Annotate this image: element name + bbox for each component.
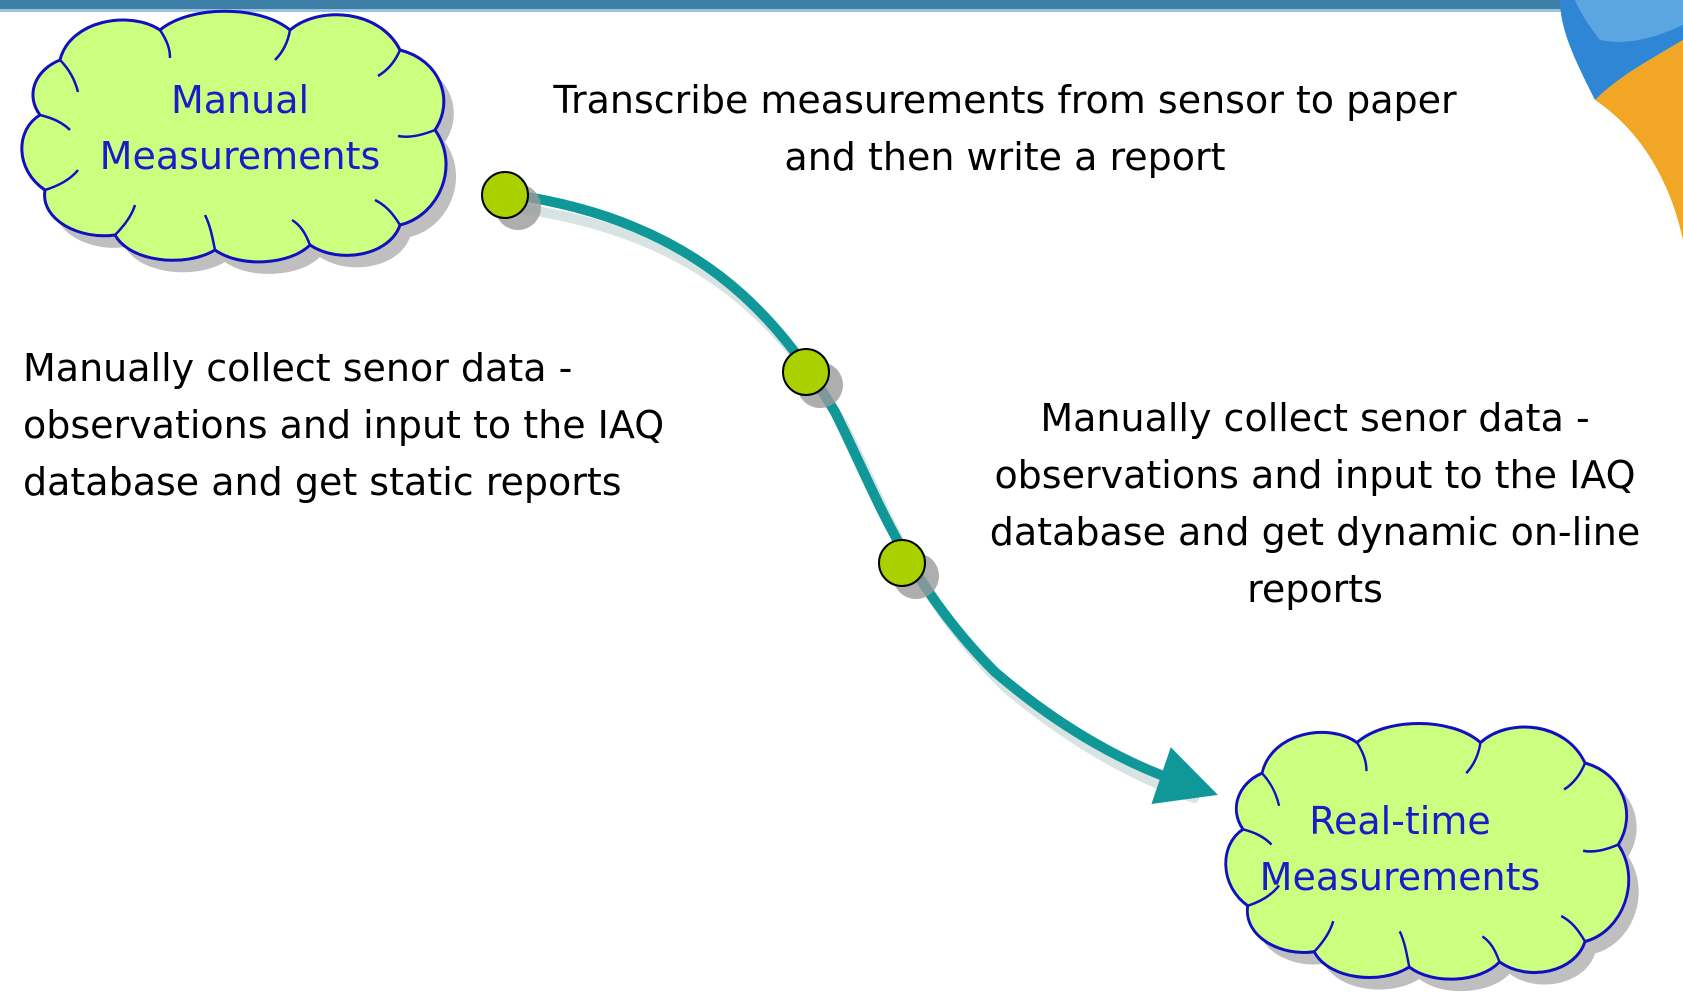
cloud-start — [20, 9, 457, 274]
cloud-end-label-line-1: Real-time — [1309, 799, 1491, 843]
cloud-end-label-line-2: Measurements — [1259, 855, 1541, 899]
step-node-1 — [481, 171, 541, 230]
cloud-start-label: Manual Measurements — [80, 72, 400, 184]
step-2-line-2: observations and input to the IAQ — [23, 403, 665, 447]
step-3-line-4: reports — [1247, 567, 1383, 611]
cloud-start-label-line-1: Manual — [170, 78, 310, 122]
corner-accent-orange — [1595, 40, 1683, 240]
process-path — [510, 190, 1218, 804]
step-node-3 — [878, 539, 939, 599]
cloud-start-inner-strokes — [39, 29, 436, 251]
header-band — [0, 0, 1683, 9]
step-2-line-1: Manually collect senor data - — [23, 346, 573, 390]
step-3-description: Manually collect senor data - observatio… — [950, 390, 1680, 618]
cloud-start-shape — [20, 9, 448, 264]
header-band-highlight — [0, 9, 1683, 12]
cloud-start-label-line-2: Measurements — [99, 134, 381, 178]
step-2-description: Manually collect senor data - observatio… — [23, 340, 664, 511]
step-1-description: Transcribe measurements from sensor to p… — [505, 72, 1505, 186]
cloud-end-label: Real-time Measurements — [1240, 793, 1560, 905]
step-node-2-dot — [782, 348, 830, 396]
step-node-1-dot — [481, 171, 529, 219]
step-3-line-3: database and get dynamic on-line — [989, 510, 1641, 554]
cloud-end-inner-strokes — [1242, 741, 1619, 968]
step-2-line-3: database and get static reports — [23, 460, 622, 504]
step-node-2 — [782, 348, 843, 408]
cloud-end-shape — [1224, 722, 1631, 981]
cloud-end — [1224, 722, 1639, 992]
corner-accent-gloss — [1575, 0, 1683, 42]
step-node-3-dot — [878, 539, 926, 587]
step-3-line-1: Manually collect senor data - — [1040, 396, 1590, 440]
step-1-line-1: Transcribe measurements from sensor to p… — [553, 78, 1457, 122]
step-3-line-2: observations and input to the IAQ — [994, 453, 1636, 497]
step-1-line-2: and then write a report — [784, 135, 1226, 179]
